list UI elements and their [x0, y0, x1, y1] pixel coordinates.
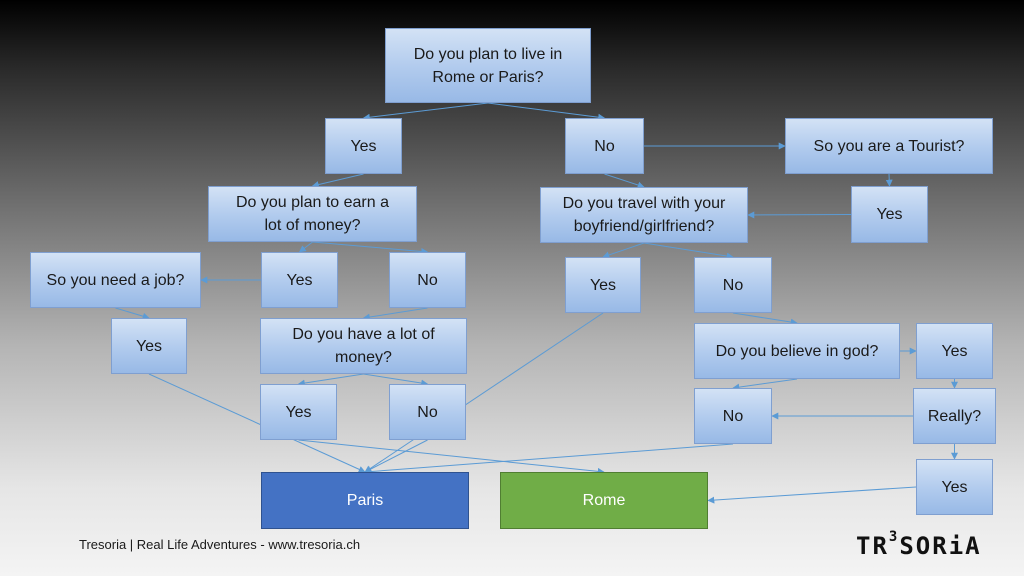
connector-a_no_money-to-q_have_money	[362, 307, 428, 321]
footer-text: Tresoria | Real Life Adventures - www.tr…	[79, 537, 361, 552]
node-text: Yes	[286, 271, 313, 289]
connector-q_travel-to-a_no_travel	[643, 242, 734, 260]
answer-yes-job: Yes	[111, 318, 187, 374]
node-text: No	[417, 271, 438, 289]
node-text: Yes	[135, 337, 163, 355]
question-tourist: So you are a Tourist?	[785, 118, 993, 174]
question-believe-god: Do you believe in god?	[694, 323, 900, 379]
answer-yes-have-money: Yes	[260, 384, 337, 440]
node-text: Do you believe in god?	[715, 342, 879, 360]
node-text: Do you have a lot of money?	[292, 326, 435, 366]
node-text: Really?	[927, 407, 982, 425]
node-text: So you need a job?	[46, 271, 185, 289]
answer-no-earn-money: No	[389, 252, 466, 308]
connector-q_live-to-a_no_1	[487, 102, 606, 121]
logo-superscript: 3	[888, 529, 900, 545]
node-text: Yes	[941, 342, 968, 360]
node-text: Rome	[582, 492, 626, 509]
node-text: Do you plan to live in Rome or Paris?	[413, 45, 563, 86]
question-travel-partner: Do you travel with your boyfriend/girlfr…	[540, 187, 748, 243]
connector-a_yes_tourist-to-q_travel	[747, 211, 852, 219]
connector-q_travel-to-a_yes_travel	[602, 242, 645, 259]
question-have-money: Do you have a lot of money?	[260, 318, 467, 374]
connector-q_job-to-a_yes_job	[115, 307, 150, 320]
question-earn-money: Do you plan to earn a lot of money?	[208, 186, 417, 242]
connector-a_yes_really-to-rome	[707, 486, 917, 504]
connector-a_no_travel-to-q_god	[732, 312, 798, 326]
answer-yes-really: Yes	[916, 459, 993, 515]
answer-yes-live: Yes	[325, 118, 402, 174]
answer-no-have-money: No	[389, 384, 466, 440]
answer-yes-travel: Yes	[565, 257, 641, 313]
connector-a_no_1-to-q_travel	[604, 173, 645, 189]
node-text: Yes	[876, 206, 903, 223]
connector-q_tourist-to-a_yes_tourist	[885, 173, 893, 187]
question-really: Really?	[913, 388, 996, 444]
connector-q_have_money-to-a_yes_have	[297, 373, 364, 387]
connector-a_no_god-to-paris	[364, 443, 734, 476]
logo-text-start: TR	[856, 532, 889, 560]
connector-a_yes_have-to-rome	[298, 439, 605, 475]
question-live-rome-or-paris: Do you plan to live in Rome or Paris?	[385, 28, 591, 103]
node-text: Do you travel with your boyfriend/girlfr…	[562, 195, 726, 235]
node-text: Yes	[350, 137, 377, 155]
connector-q_live-to-a_yes_1	[362, 102, 489, 121]
node-text: No	[722, 407, 744, 425]
answer-yes-god: Yes	[916, 323, 993, 379]
connector-q_money-to-a_no_money	[312, 241, 429, 255]
node-text: Paris	[346, 492, 384, 509]
connector-a_no_have-to-paris	[364, 439, 428, 473]
node-text: So you are a Tourist?	[813, 137, 965, 155]
answer-no-god: No	[694, 388, 772, 444]
connector-a_yes_travel-to-paris	[364, 312, 604, 473]
tresoria-logo: TR3SORiA	[856, 529, 982, 560]
outcome-rome: Rome	[500, 472, 708, 529]
node-text: No	[722, 276, 744, 294]
node-text: Yes	[285, 403, 312, 421]
connector-q_have_money-to-a_no_have	[363, 373, 429, 387]
connector-a_yes_1-to-q_money	[311, 173, 364, 188]
connector-a_yes_job-to-paris	[148, 373, 366, 473]
connector-q_money-to-a_yes_money	[298, 241, 313, 253]
outcome-paris: Paris	[261, 472, 469, 529]
answer-yes-earn-money: Yes	[261, 252, 338, 308]
answer-no-live: No	[565, 118, 644, 174]
logo-text-end: SORiA	[899, 532, 982, 560]
node-text: Yes	[941, 478, 968, 496]
node-text: Do you plan to earn a lot of money?	[236, 194, 389, 234]
answer-no-travel: No	[694, 257, 772, 313]
node-text: No	[594, 137, 615, 155]
answer-yes-tourist: Yes	[851, 186, 928, 243]
question-need-job: So you need a job?	[30, 252, 201, 308]
connector-group	[115, 102, 958, 504]
node-text: No	[417, 403, 438, 421]
node-text: Yes	[589, 276, 617, 294]
connector-q_god-to-a_no_god	[732, 378, 798, 391]
